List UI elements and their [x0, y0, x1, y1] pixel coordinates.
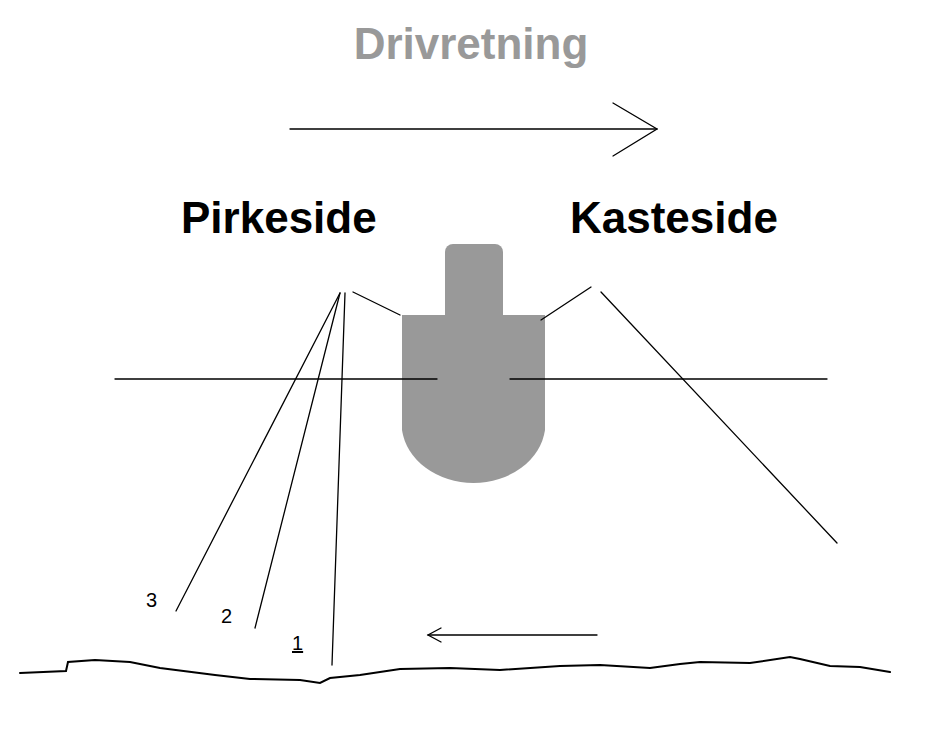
callout-number: 1 — [292, 633, 303, 653]
fishing-line — [601, 292, 837, 543]
boat-cabin — [445, 244, 503, 324]
fishing-line — [255, 293, 340, 628]
side-label: Pirkeside — [181, 196, 377, 240]
diagram-title: Drivretning — [354, 22, 589, 66]
fishing-rod — [353, 292, 400, 315]
fishing-line — [332, 293, 345, 665]
sea-bed — [20, 657, 890, 683]
boat-hull — [402, 315, 545, 483]
current-arrow — [428, 634, 597, 635]
fishing-rod — [541, 287, 591, 320]
drift-arrow — [290, 128, 657, 129]
callout-number: 3 — [146, 590, 157, 610]
drift-arrowhead — [613, 103, 657, 156]
callout-number: 2 — [221, 606, 232, 626]
fishing-line — [176, 293, 340, 611]
water-line — [115, 378, 437, 379]
water-line — [510, 378, 827, 379]
side-label: Kasteside — [570, 196, 778, 240]
current-arrowhead — [428, 628, 441, 642]
